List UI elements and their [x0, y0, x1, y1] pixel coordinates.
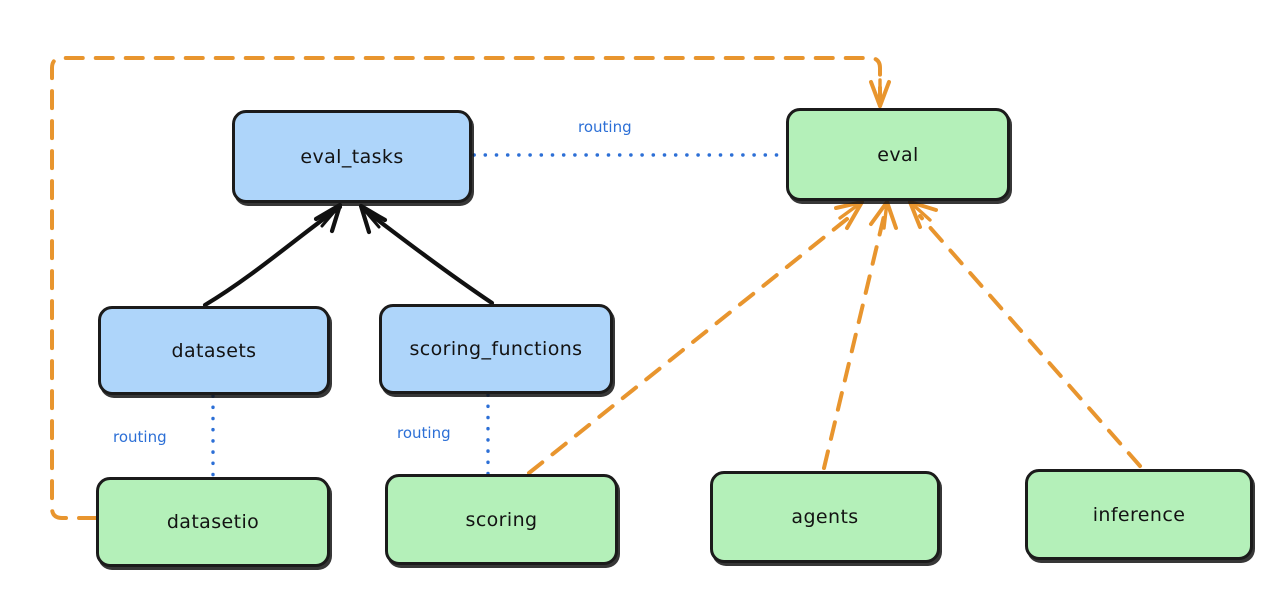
edge-label-routing-scoring-functions-scoring: routing	[397, 424, 451, 442]
edge-label-routing-datasets-datasetio: routing	[113, 428, 167, 446]
node-label-datasetio: datasetio	[166, 511, 260, 533]
edge-label-routing-eval-tasks-eval: routing	[578, 118, 632, 136]
node-eval-tasks[interactable]: eval_tasks	[232, 110, 472, 203]
node-label-datasets: datasets	[171, 339, 257, 362]
node-agents[interactable]: agents	[710, 471, 940, 563]
node-label-eval: eval	[877, 143, 919, 166]
node-label-scoring-functions: scoring_functions	[409, 338, 583, 360]
node-label-agents: agents	[791, 506, 859, 528]
edge-datasetio-to-eval	[50, 56, 891, 520]
node-inference[interactable]: inference	[1025, 469, 1253, 560]
edge-scoring-functions-to-eval-tasks	[358, 203, 495, 306]
node-eval[interactable]: eval	[786, 108, 1010, 201]
edge-scoring-to-eval	[527, 200, 864, 475]
edge-agents-to-eval	[822, 200, 898, 470]
node-label-inference: inference	[1092, 503, 1186, 526]
node-label-eval-tasks: eval_tasks	[300, 145, 404, 168]
node-datasetio[interactable]: datasetio	[96, 477, 330, 567]
edge-inference-to-eval	[908, 200, 1142, 468]
node-scoring[interactable]: scoring	[385, 474, 618, 565]
node-label-scoring: scoring	[465, 508, 538, 531]
node-scoring-functions[interactable]: scoring_functions	[379, 304, 613, 394]
edge-datasets-to-eval-tasks	[202, 202, 343, 308]
node-datasets[interactable]: datasets	[98, 306, 330, 395]
